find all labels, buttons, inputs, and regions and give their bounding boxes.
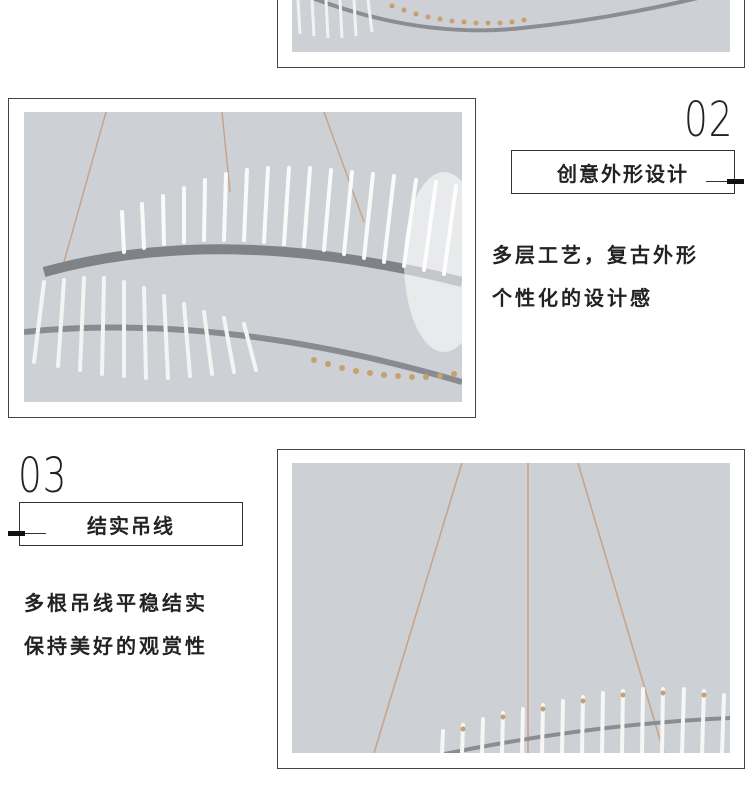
chandelier-wires-image-3 xyxy=(373,463,730,753)
title-accent-bar-2 xyxy=(727,179,744,184)
title-underline-3 xyxy=(8,533,46,534)
description-line: 个性化的设计感 xyxy=(492,286,653,310)
title-accent-bar-3 xyxy=(8,531,25,536)
chandelier-rings-image-2 xyxy=(24,112,462,385)
description-line: 多层工艺，复古外形 xyxy=(492,243,699,267)
section-title-2: 创意外形设计 xyxy=(557,161,689,186)
title-underline-2 xyxy=(706,181,734,182)
section-description-2: 多层工艺，复古外形 个性化的设计感 xyxy=(492,234,699,320)
chandelier-photo-3 xyxy=(292,463,730,753)
section-description-3: 多根吊线平稳结实 保持美好的观赏性 xyxy=(24,582,208,668)
chandelier-photo-1 xyxy=(292,0,730,52)
description-line: 保持美好的观赏性 xyxy=(24,634,208,658)
section-title-3: 结实吊线 xyxy=(87,513,175,538)
chandelier-photo-2 xyxy=(24,112,462,402)
section-title-box-2: 创意外形设计 xyxy=(511,150,735,194)
section-number-2: 02 xyxy=(684,92,734,148)
chandelier-rings-image-1 xyxy=(296,0,698,39)
description-line: 多根吊线平稳结实 xyxy=(24,591,208,615)
section-title-box-3: 结实吊线 xyxy=(19,502,243,546)
section-number-3: 03 xyxy=(18,448,68,504)
